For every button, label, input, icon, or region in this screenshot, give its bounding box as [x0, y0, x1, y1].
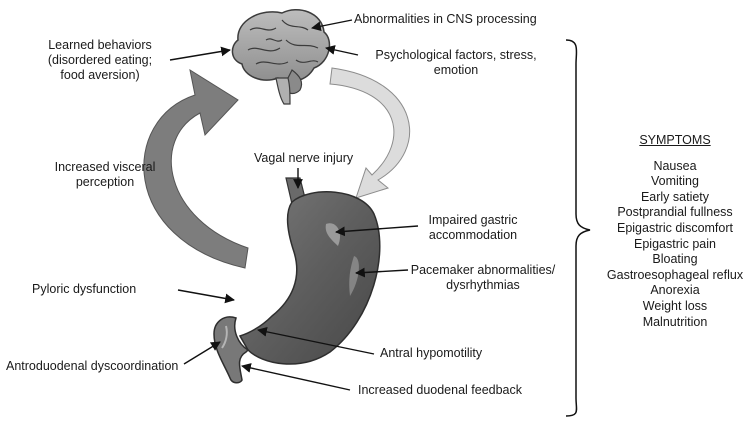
arrow-antroduodenal: [183, 341, 221, 365]
label-psych-line-1: Psychological factors, stress,: [375, 48, 537, 62]
symptom-item: Vomiting: [651, 174, 699, 189]
arrow-psych: [325, 45, 359, 56]
feedback-arrow-right: [329, 67, 411, 199]
brain-icon: [231, 9, 331, 105]
label-learned-line-1: Learned behaviors: [48, 38, 152, 52]
label-learned-line-3: food aversion): [60, 68, 140, 82]
symptom-item: Bloating: [652, 252, 698, 267]
symptom-item: Anorexia: [650, 283, 700, 298]
label-vagal-nerve-injury: Vagal nerve injury: [254, 151, 354, 165]
label-psych-line-2: emotion: [433, 63, 479, 77]
label-pacemaker-abnormalities: Pacemaker abnormalities/ dysrhythmias: [408, 263, 558, 293]
symptom-item: Gastroesophageal reflux: [606, 267, 744, 282]
label-learned-line-2: (disordered eating;: [47, 53, 153, 67]
label-visceral-line-1: Increased visceral: [54, 160, 156, 174]
label-pacemaker-line-1: Pacemaker abnormalities/: [410, 263, 556, 277]
arrow-gastric: [335, 225, 419, 237]
symptom-item: Early satiety: [640, 189, 710, 204]
label-learned-behaviors: Learned behaviors (disordered eating; fo…: [30, 38, 170, 83]
symptom-item: Nausea: [653, 158, 697, 173]
arrow-pyloric: [177, 289, 235, 304]
arrow-learned: [169, 46, 231, 61]
arrow-antral: [257, 326, 375, 355]
symptom-item: Postprandial fullness: [617, 205, 733, 220]
arrow-pacemaker: [355, 267, 409, 278]
feedback-arrow-left: [143, 68, 249, 269]
label-visceral-perception: Increased visceral perception: [40, 160, 170, 190]
symptom-item: Weight loss: [642, 298, 708, 313]
symptom-item: Epigastric discomfort: [616, 220, 733, 235]
symptoms-brace: [565, 39, 591, 417]
arrow-duodenal: [241, 363, 351, 391]
symptom-item: Epigastric pain: [634, 236, 716, 251]
label-duodenal-feedback: Increased duodenal feedback: [358, 383, 523, 397]
label-psychological-factors: Psychological factors, stress, emotion: [356, 48, 556, 78]
label-antral-hypomotility: Antral hypomotility: [380, 346, 483, 360]
label-visceral-line-2: perception: [75, 175, 135, 189]
label-pyloric-dysfunction: Pyloric dysfunction: [32, 282, 137, 296]
pointer-arrows: [169, 19, 419, 391]
symptoms-title: SYMPTOMS: [639, 133, 711, 147]
label-cns-processing: Abnormalities in CNS processing: [354, 12, 537, 26]
label-antroduodenal-dyscoordination: Antroduodenal dyscoordination: [6, 359, 179, 373]
symptoms-list: SYMPTOMS Nausea Vomiting Early satiety P…: [600, 133, 750, 330]
label-pacemaker-line-2: dysrhythmias: [446, 278, 520, 292]
stomach-icon: [213, 177, 381, 384]
label-gastric-line-2: accommodation: [428, 228, 518, 242]
label-gastric-line-1: Impaired gastric: [428, 213, 518, 227]
label-gastric-accommodation: Impaired gastric accommodation: [418, 213, 528, 243]
symptom-item: Malnutrition: [642, 314, 708, 329]
arrow-cns: [311, 19, 353, 32]
